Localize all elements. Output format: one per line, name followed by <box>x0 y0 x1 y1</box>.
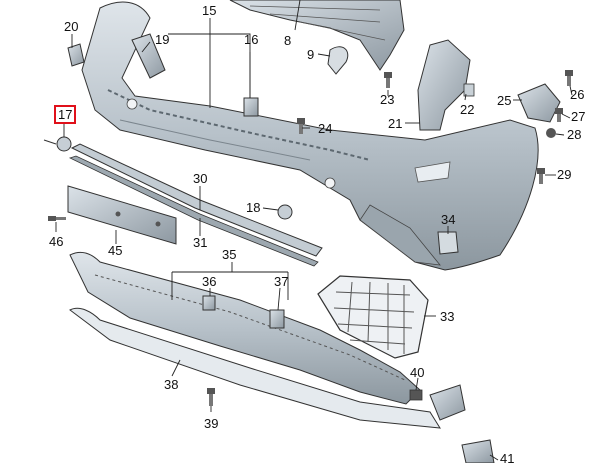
callout-27: 27 <box>571 109 586 124</box>
bracket-25 <box>517 83 561 123</box>
callout-21: 21 <box>388 116 403 131</box>
leader-lines <box>55 0 573 461</box>
callout-20: 20 <box>64 19 79 34</box>
bracket-19 <box>131 33 166 79</box>
callout-23: 23 <box>380 92 395 107</box>
callout-25: 25 <box>497 93 512 108</box>
bumper-cover <box>81 1 539 271</box>
bracket-34 <box>437 231 459 255</box>
callout-17: 17 <box>54 105 77 124</box>
callout-19: 19 <box>155 32 170 47</box>
bracket-20 <box>67 43 85 67</box>
callout-24: 24 <box>318 121 333 136</box>
callout-28: 28 <box>567 127 582 142</box>
callout-8: 8 <box>284 33 292 48</box>
screw-39 <box>207 388 215 406</box>
callout-34: 34 <box>441 212 456 227</box>
cap-18 <box>277 204 293 220</box>
trim-strip-31 <box>70 143 323 257</box>
screw-46 <box>48 216 66 221</box>
trim-strip-38 <box>69 307 441 429</box>
callout-33: 33 <box>440 309 455 324</box>
screw-29 <box>537 168 545 184</box>
fog-grille-33 <box>317 275 429 359</box>
nut-28 <box>546 128 556 138</box>
callout-30: 30 <box>193 171 208 186</box>
screw-26 <box>565 70 573 86</box>
callout-16: 16 <box>244 32 259 47</box>
callout-36: 36 <box>202 274 217 289</box>
plate-holder-45 <box>67 185 177 245</box>
cap-17 <box>56 136 72 152</box>
clip-9 <box>327 46 349 75</box>
upper-carrier <box>229 0 405 71</box>
callout-29: 29 <box>557 167 572 182</box>
callout-35: 35 <box>222 247 237 262</box>
callout-39: 39 <box>204 416 219 431</box>
callout-15: 15 <box>202 3 217 18</box>
bracket-41 <box>461 439 495 463</box>
lower-grille-35 <box>69 251 421 405</box>
callout-18: 18 <box>246 200 261 215</box>
callout-46: 46 <box>49 234 64 249</box>
screw-23 <box>384 72 392 88</box>
callout-37: 37 <box>274 274 289 289</box>
clip-37 <box>269 309 285 329</box>
trim-strip-30 <box>68 155 319 267</box>
screw-27 <box>555 108 563 122</box>
callout-40: 40 <box>410 365 425 380</box>
callout-22: 22 <box>460 102 475 117</box>
callout-9: 9 <box>307 47 315 62</box>
callout-45: 45 <box>108 243 123 258</box>
clip-16 <box>243 97 259 117</box>
callout-38: 38 <box>164 377 179 392</box>
clip-36 <box>202 295 216 311</box>
clip-40 <box>409 389 423 401</box>
callout-26: 26 <box>570 87 585 102</box>
callout-41: 41 <box>500 451 515 466</box>
end-trim-40 <box>429 384 466 421</box>
callout-31: 31 <box>193 235 208 250</box>
screw-24 <box>297 118 305 134</box>
guide-21 <box>417 39 471 131</box>
